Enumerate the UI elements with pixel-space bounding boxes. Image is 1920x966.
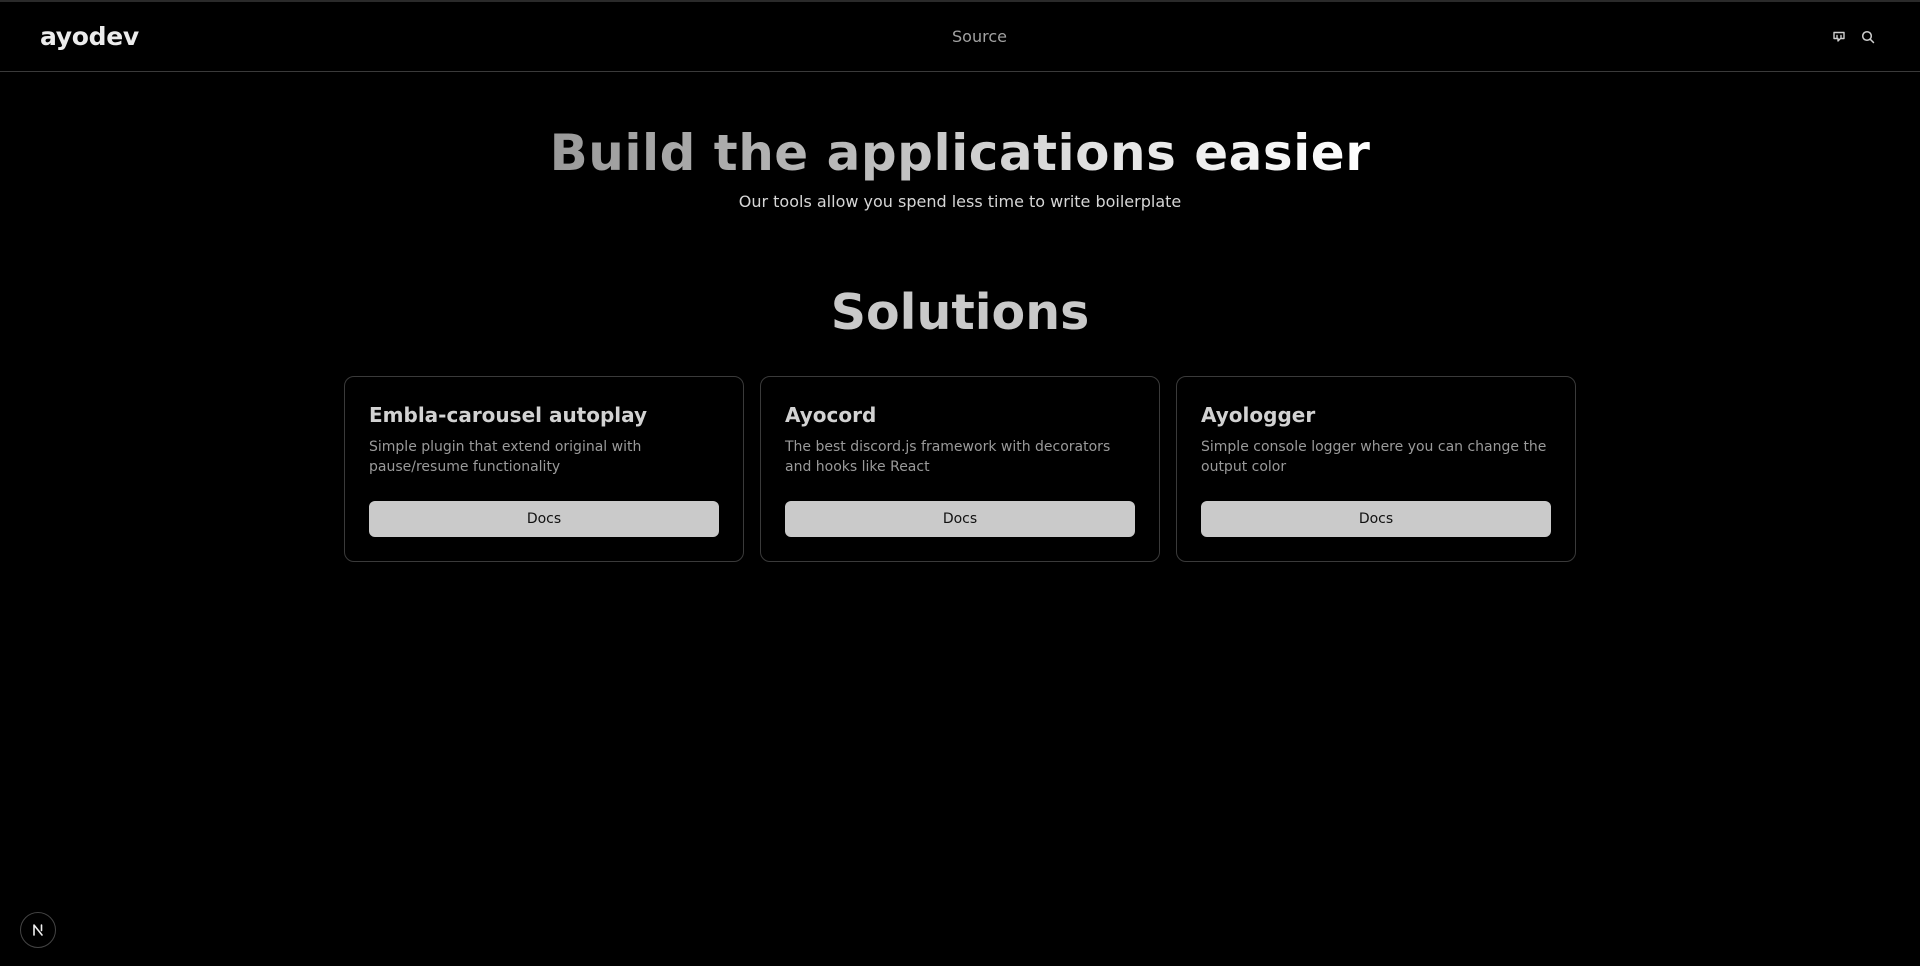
- github-icon[interactable]: [1830, 28, 1848, 46]
- docs-button[interactable]: Docs: [785, 501, 1135, 537]
- card-title: Ayologger: [1201, 403, 1316, 427]
- card-title: Ayocord: [785, 403, 877, 427]
- top-border: [0, 0, 1920, 2]
- search-icon[interactable]: [1859, 28, 1877, 46]
- hero-title: Build the applications easier: [550, 118, 1371, 188]
- docs-button[interactable]: Docs: [369, 501, 719, 537]
- site-logo[interactable]: ayodev: [40, 22, 139, 51]
- card-description: The best discord.js framework with decor…: [785, 439, 1111, 475]
- solution-card-embla: Embla-carousel autoplay Simple plugin th…: [344, 376, 744, 562]
- site-header: ayodev Source: [0, 2, 1920, 72]
- solution-card-ayocord: Ayocord The best discord.js framework wi…: [760, 376, 1160, 562]
- hero-section: Build the applications easier Our tools …: [0, 118, 1920, 211]
- nextjs-icon[interactable]: [20, 912, 56, 948]
- solution-card-ayologger: Ayologger Simple console logger where yo…: [1176, 376, 1576, 562]
- hero-subtitle: Our tools allow you spend less time to w…: [738, 192, 1182, 211]
- card-description: Simple plugin that extend original with …: [369, 439, 642, 475]
- card-title: Embla-carousel autoplay: [369, 403, 648, 427]
- docs-button[interactable]: Docs: [1201, 501, 1551, 537]
- solutions-cards: Embla-carousel autoplay Simple plugin th…: [344, 376, 1576, 562]
- nav-link-source[interactable]: Source: [952, 27, 1007, 46]
- solutions-title: Solutions: [830, 284, 1090, 341]
- card-description: Simple console logger where you can chan…: [1201, 439, 1547, 475]
